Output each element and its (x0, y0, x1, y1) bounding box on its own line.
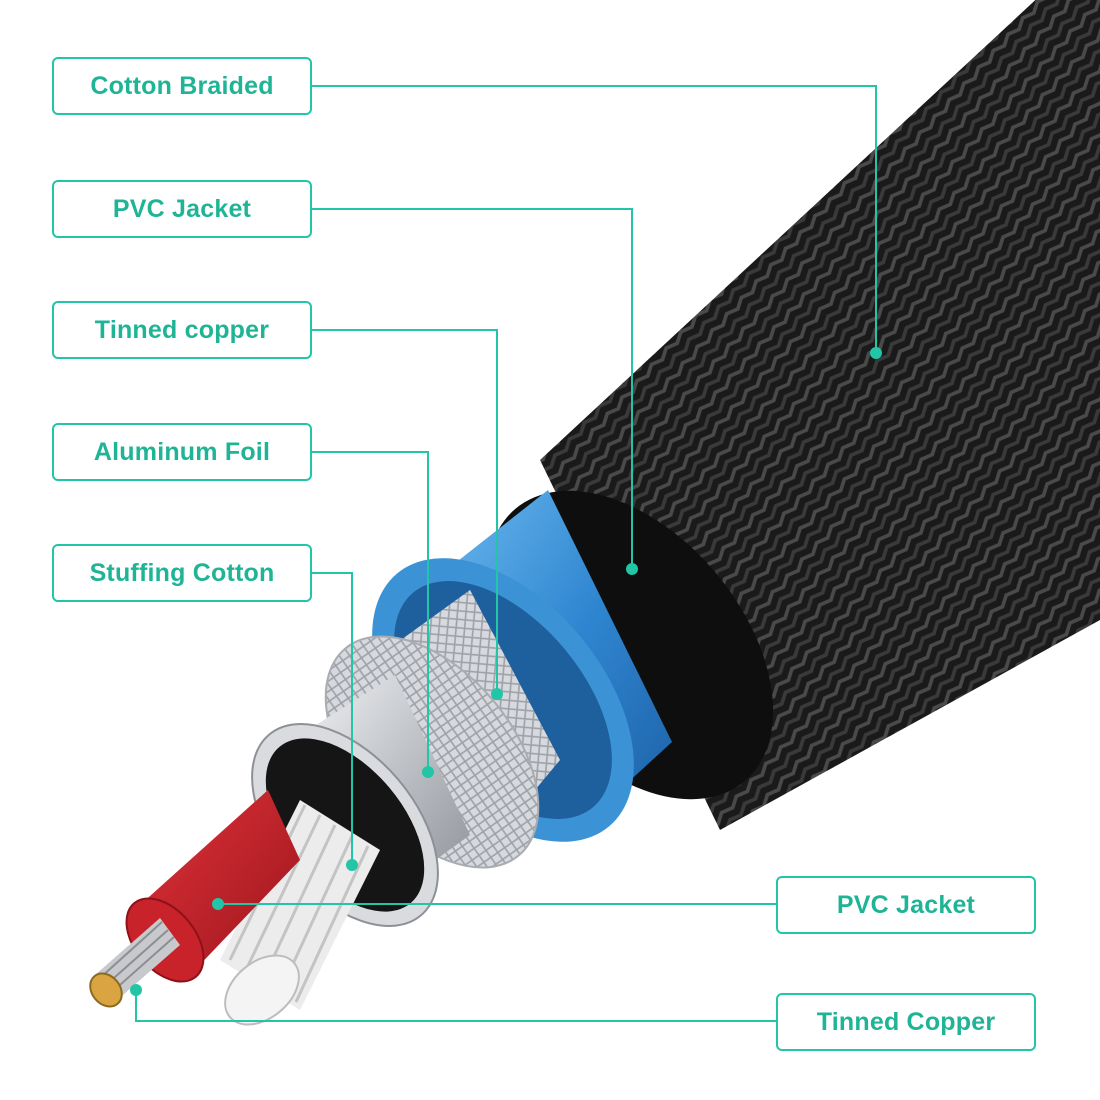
label-pvc-jacket-inner: PVC Jacket (776, 876, 1036, 934)
label-tinned-copper-shield: Tinned copper (52, 301, 312, 359)
leader-stuffing-cotton (312, 572, 353, 865)
label-aluminum-foil: Aluminum Foil (52, 423, 312, 481)
label-stuffing-cotton: Stuffing Cotton (52, 544, 312, 602)
label-cotton-braided: Cotton Braided (52, 57, 312, 115)
leader-dots (130, 347, 882, 996)
leader-aluminum-foil (312, 451, 429, 772)
label-tinned-copper-core: Tinned Copper (776, 993, 1036, 1051)
leader-cotton-braided (312, 85, 877, 353)
leader-tinned-copper-core (135, 990, 778, 1022)
leader-lines (135, 85, 877, 1022)
leader-tinned-copper (312, 329, 498, 694)
leader-pvc-jacket-outer (312, 208, 633, 569)
copper-core (89, 918, 180, 1008)
label-pvc-jacket-outer: PVC Jacket (52, 180, 312, 238)
